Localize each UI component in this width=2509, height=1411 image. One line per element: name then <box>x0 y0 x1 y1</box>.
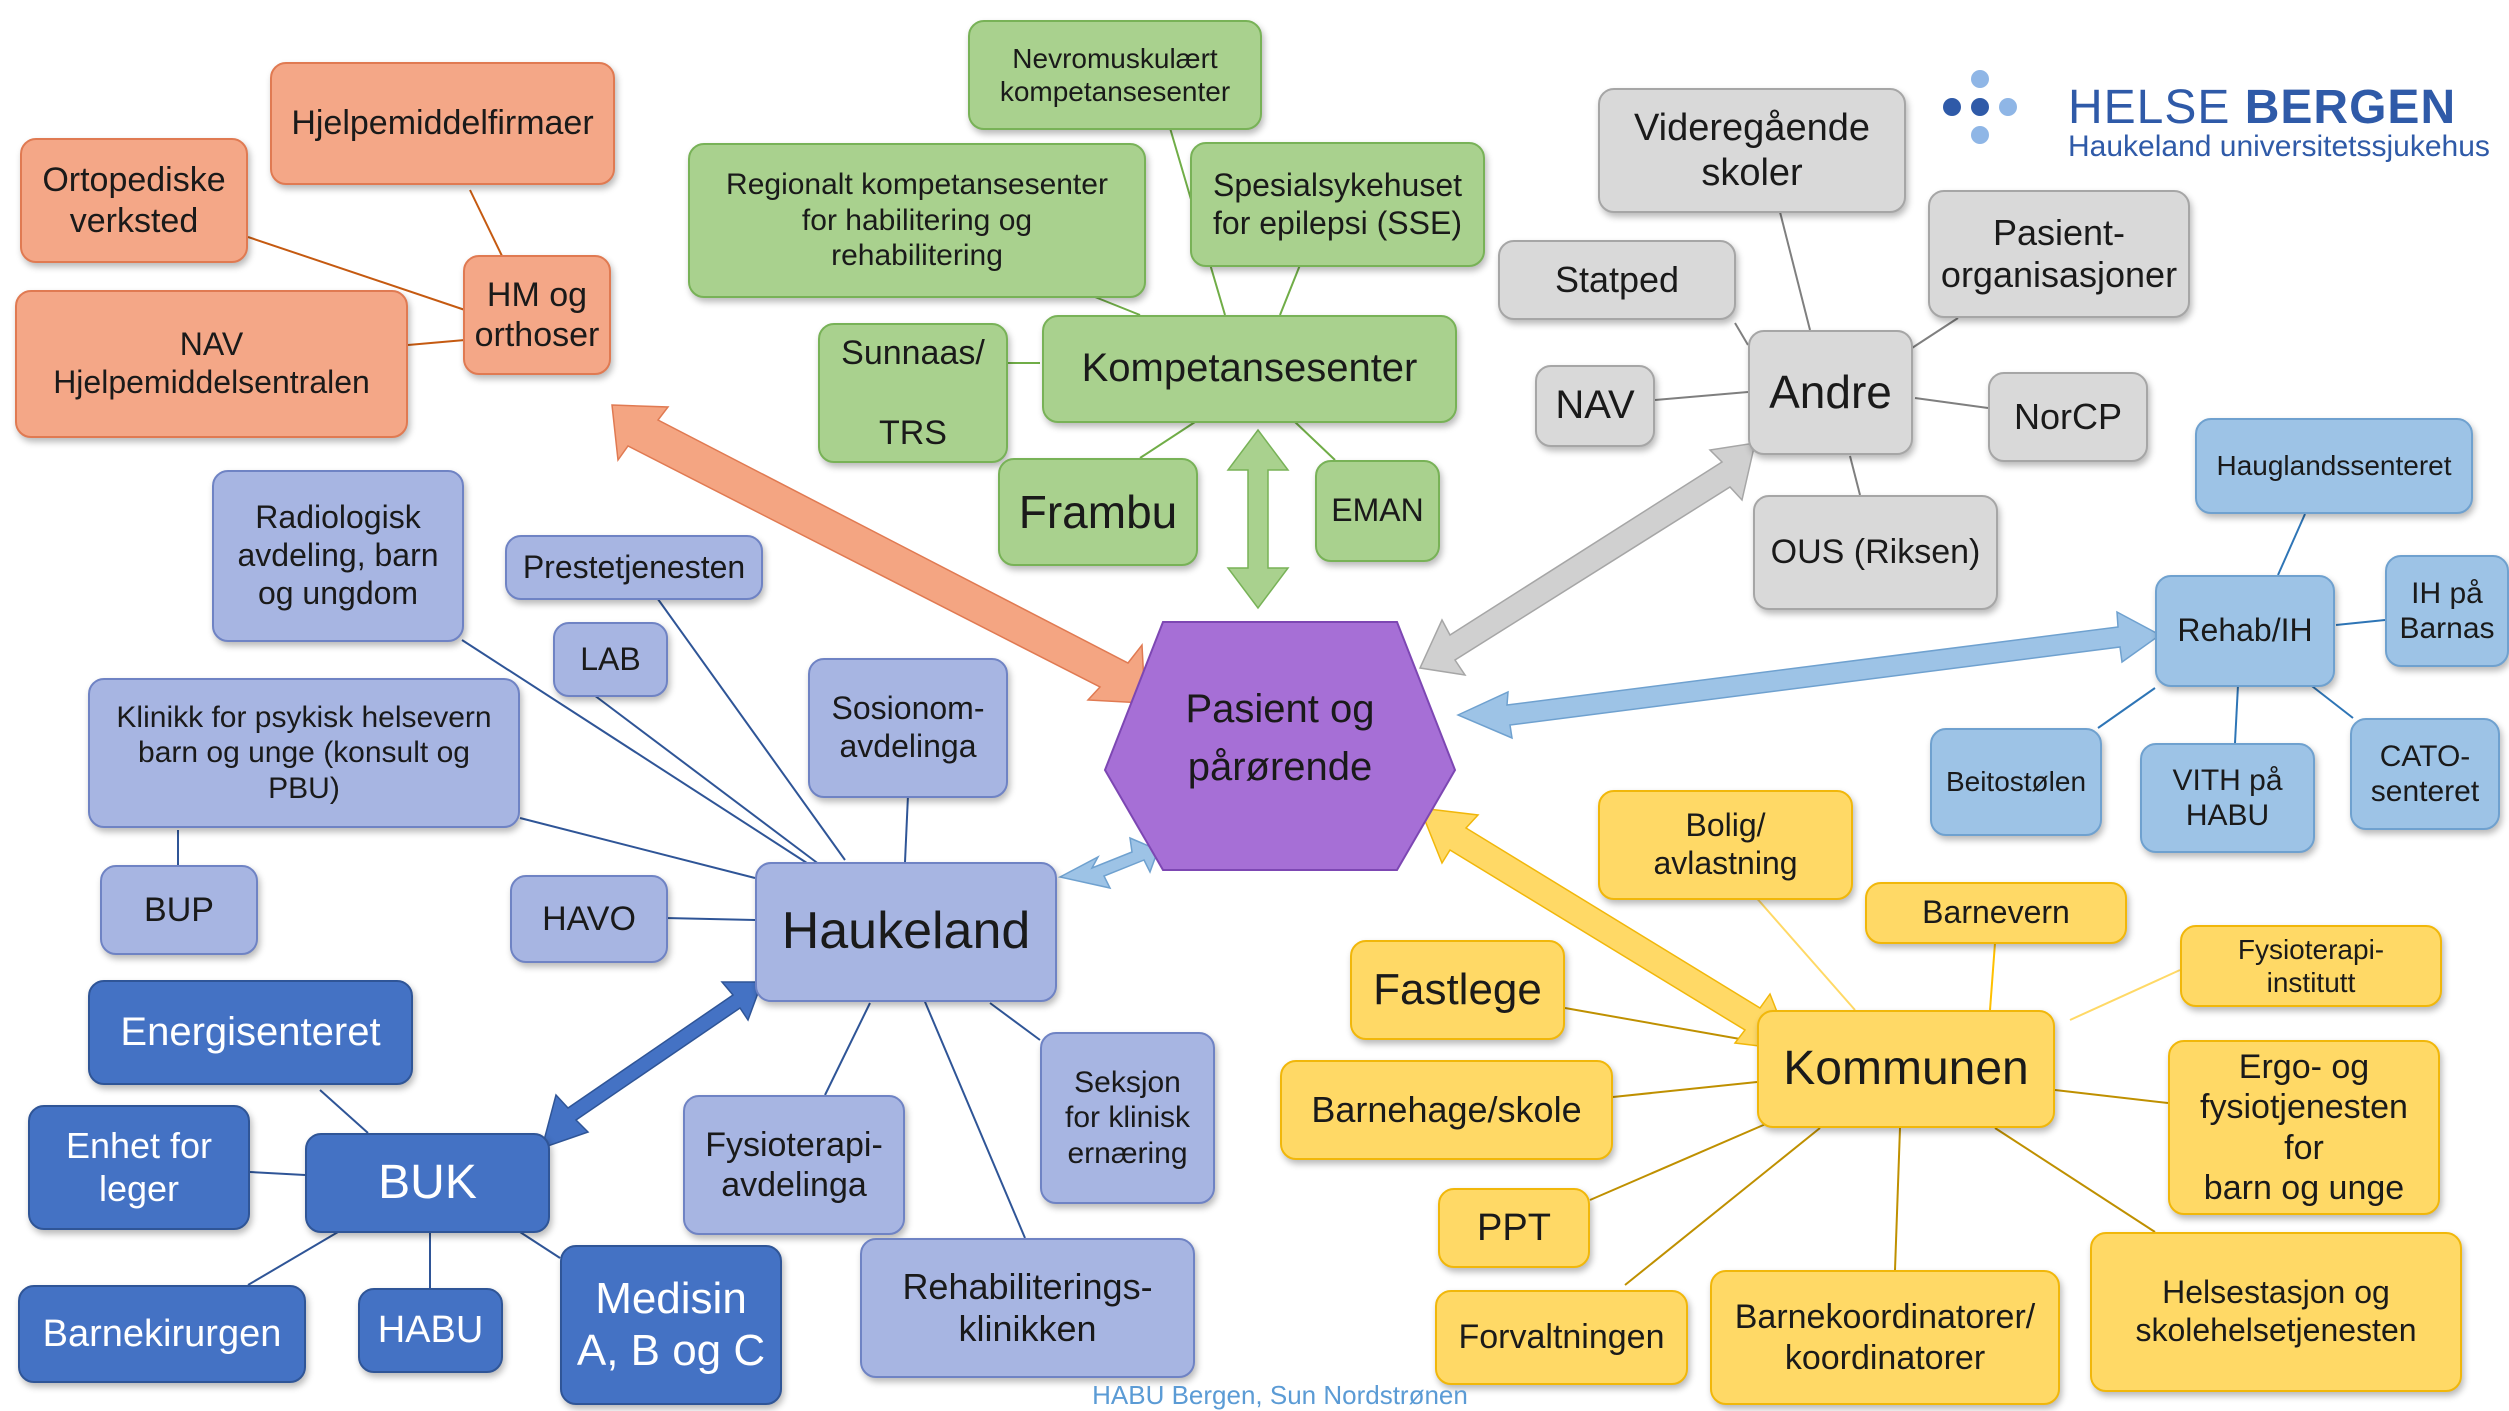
node-hjelpemiddelfirmaer: Hjelpemiddelfirmaer <box>270 62 615 185</box>
node-barnehage-skole: Barnehage/skole <box>1280 1060 1613 1160</box>
node-barnevern: Barnevern <box>1865 882 2127 944</box>
node-radiologisk-avdeling: Radiologisk avdeling, barn og ungdom <box>212 470 464 642</box>
node-helsestasjon-skolehelsetjenesten: Helsestasjon og skolehelsetjenesten <box>2090 1232 2462 1392</box>
center-hexagon <box>1103 621 1457 871</box>
node-hauglandssenteret: Hauglandssenteret <box>2195 418 2473 514</box>
node-kompetansesenter: Kompetansesenter <box>1042 315 1457 423</box>
logo-dots-icon <box>1943 70 2017 144</box>
node-cato-senteret: CATO- senteret <box>2350 718 2500 830</box>
node-fysioterapiinstitutt: Fysioterapi- institutt <box>2180 925 2442 1007</box>
node-forvaltningen: Forvaltningen <box>1435 1290 1688 1385</box>
center-label-pasient: Pasient og pårørende <box>1185 687 1375 789</box>
node-barnekoordinatorer: Barnekoordinatorer/ koordinatorer <box>1710 1270 2060 1405</box>
node-enhet-for-leger: Enhet for leger <box>28 1105 250 1230</box>
node-haukeland: Haukeland <box>755 862 1057 1002</box>
node-nav-andre: NAV <box>1535 365 1655 447</box>
node-barnekirurgen: Barnekirurgen <box>18 1285 306 1383</box>
node-nevromuskulaert: Nevromuskulært kompetansesenter <box>968 20 1262 130</box>
node-prestetjenesten: Prestetjenesten <box>505 535 763 600</box>
node-eman: EMAN <box>1315 460 1440 562</box>
node-fastlege: Fastlege <box>1350 940 1565 1040</box>
node-rehab-ih: Rehab/IH <box>2155 575 2335 687</box>
node-statped: Statped <box>1498 240 1736 320</box>
node-nav-hjelpemiddelsentralen: NAV Hjelpemiddelsentralen <box>15 290 408 438</box>
node-hm-og-ortoser: HM og orthoser <box>463 255 611 375</box>
node-fysioterapiavdelinga: Fysioterapi- avdelinga <box>683 1095 905 1235</box>
node-seksjon-klinisk-ernaering: Seksjon for klinisk ernæring <box>1040 1032 1215 1204</box>
logo-subtitle: Haukeland universitetssjukehus <box>2068 130 2490 163</box>
node-ortopediske-verksted: Ortopediske verksted <box>20 138 248 263</box>
arrow-rehab-center <box>1456 610 2162 740</box>
node-habu-buk: HABU <box>358 1288 503 1373</box>
node-bup: BUP <box>100 865 258 955</box>
node-rehabiliteringsklinikken: Rehabiliterings- klinikken <box>860 1238 1195 1378</box>
node-buk: BUK <box>305 1133 550 1233</box>
node-ergo-fysiotjenesten: Ergo- og fysiotjenesten for barn og unge <box>2168 1040 2440 1215</box>
node-videregaende-skoler: Videregående skoler <box>1598 88 1906 213</box>
node-beitostolen: Beitostølen <box>1930 728 2102 836</box>
node-sosionomavdelinga: Sosionom- avdelinga <box>808 658 1008 798</box>
node-andre: Andre <box>1748 330 1913 455</box>
node-medisin-abc: Medisin A, B og C <box>560 1245 782 1405</box>
node-regionalt-kompetansesenter: Regionalt kompetansesenter for habiliter… <box>688 143 1146 298</box>
node-kommunen: Kommunen <box>1757 1010 2055 1128</box>
arrow-kompetanse-center <box>1226 428 1290 610</box>
node-ous-riksen: OUS (Riksen) <box>1753 495 1998 610</box>
helse-bergen-logo: HELSE BERGEN Haukeland universitetssjuke… <box>1940 62 2500 172</box>
logo-name: HELSE BERGEN <box>2068 81 2457 134</box>
node-energisenteret: Energisenteret <box>88 980 413 1085</box>
node-frambu: Frambu <box>998 458 1198 566</box>
arrow-andre-center <box>1418 442 1756 677</box>
node-bolig-avlastning: Bolig/ avlastning <box>1598 790 1853 900</box>
node-sunnaas-trs: Sunnaas/ TRS <box>818 323 1008 463</box>
node-lab: LAB <box>553 622 668 697</box>
connector-lines <box>177 127 2386 1295</box>
arrow-haukeland-center <box>1057 836 1159 890</box>
node-norcp: NorCP <box>1988 372 2148 462</box>
connection-arrows <box>540 404 2162 1150</box>
node-vith-pa-habu: VITH på HABU <box>2140 743 2315 853</box>
node-pasientorganisasjoner: Pasient- organisasjoner <box>1928 190 2190 318</box>
node-ppt: PPT <box>1438 1188 1590 1268</box>
author-credit: HABU Bergen, Sun Nordstrønen <box>1092 1380 1468 1410</box>
node-klinikk-psykisk-helsevern: Klinikk for psykisk helsevern barn og un… <box>88 678 520 828</box>
node-havo: HAVO <box>510 875 668 963</box>
node-ih-pa-barnas: IH på Barnas <box>2385 555 2509 667</box>
node-spesialsykehuset-epilepsi: Spesialsykehuset for epilepsi (SSE) <box>1190 142 1485 267</box>
